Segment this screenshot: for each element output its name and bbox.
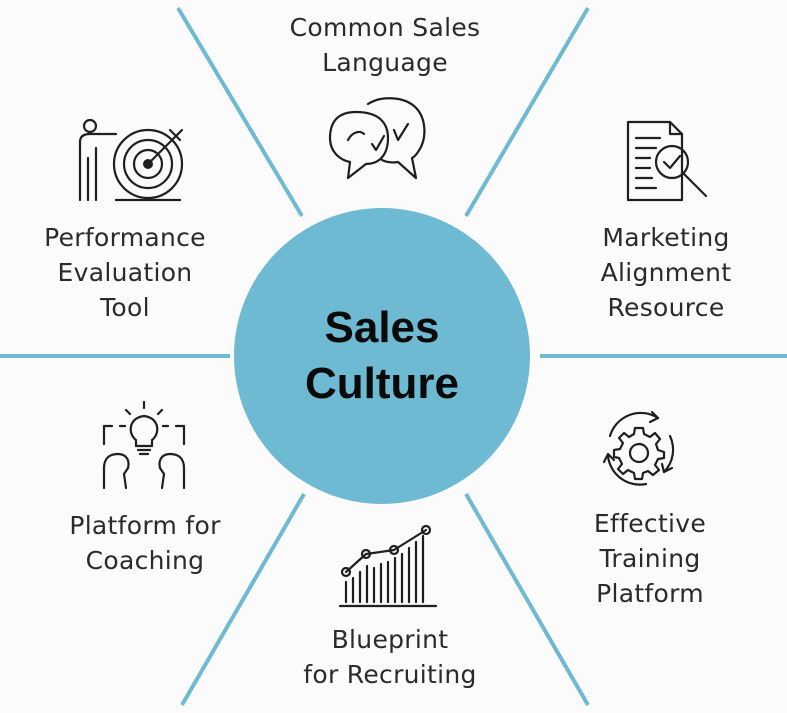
divider-line-top-left: [176, 6, 304, 218]
segment-label: Performance Evaluation Tool: [44, 223, 206, 322]
segment-label: Marketing Alignment Resource: [600, 223, 732, 322]
growth-bar-chart-icon: [338, 522, 438, 612]
gear-cycle-icon: [596, 406, 682, 492]
segment-label: Effective Training Platform: [593, 509, 707, 608]
center-title: Sales Culture: [305, 303, 459, 408]
segment-label: Platform for Coaching: [69, 511, 221, 575]
divider-line-top-right: [464, 6, 590, 218]
document-magnifier-check-icon: [620, 116, 720, 208]
speech-bubbles-icon: [326, 94, 436, 186]
segment-label: Common Sales Language: [289, 13, 481, 77]
lightbulb-people-icon: [98, 396, 190, 492]
person-target-icon: [76, 118, 186, 204]
divider-line-bottom-right: [464, 492, 590, 707]
divider-line-bottom-left: [180, 492, 306, 707]
center-circle: Sales Culture: [234, 208, 530, 504]
segment-label: Blueprint for Recruiting: [303, 625, 477, 689]
